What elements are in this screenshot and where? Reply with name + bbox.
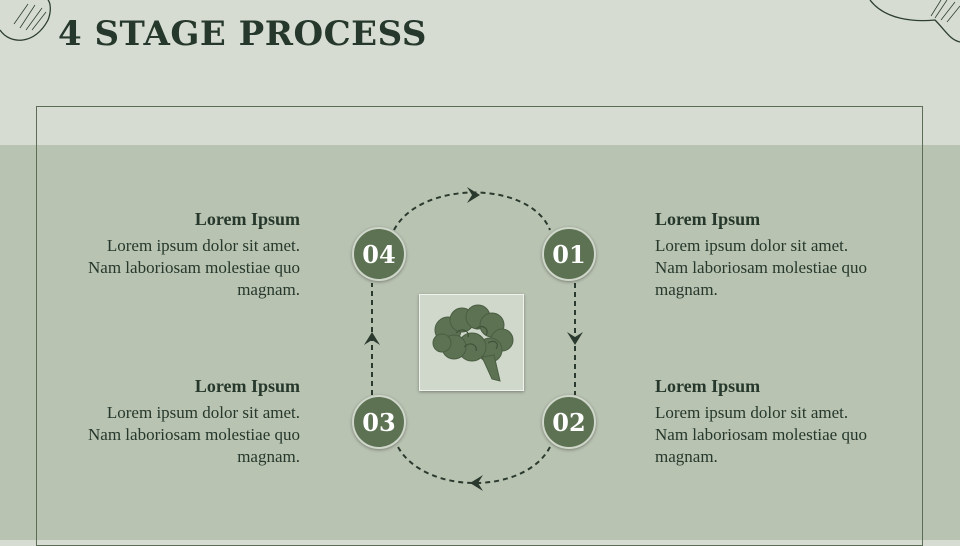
arrow-up-icon bbox=[364, 332, 380, 345]
stage-01-badge: 01 bbox=[542, 227, 596, 281]
stage-04-heading: Lorem Ipsum bbox=[194, 209, 300, 229]
stage-03-body: Lorem ipsum dolor sit amet. Nam laborios… bbox=[88, 403, 300, 466]
stage-01-body: Lorem ipsum dolor sit amet. Nam laborios… bbox=[655, 236, 867, 299]
cycle-path bbox=[364, 187, 583, 491]
stage-01-heading: Lorem Ipsum bbox=[655, 209, 761, 229]
stage-02-body: Lorem ipsum dolor sit amet. Nam laborios… bbox=[655, 403, 867, 466]
stage-02-badge: 02 bbox=[542, 395, 596, 449]
leaf-decoration-left bbox=[0, 0, 51, 41]
arrow-right-icon bbox=[467, 187, 480, 203]
stage-02-text: Lorem Ipsum Lorem ipsum dolor sit amet. … bbox=[655, 376, 875, 468]
stage-02-heading: Lorem Ipsum bbox=[655, 376, 761, 396]
arrow-left-icon bbox=[470, 475, 483, 491]
stage-03-heading: Lorem Ipsum bbox=[194, 376, 300, 396]
slide-title: 4 STAGE PROCESS bbox=[58, 14, 427, 54]
stage-04-badge: 04 bbox=[352, 227, 406, 281]
brain-icon bbox=[432, 304, 514, 382]
stage-04-body: Lorem ipsum dolor sit amet. Nam laborios… bbox=[88, 236, 300, 299]
leaf-decoration-right bbox=[869, 0, 960, 43]
stage-03-badge: 03 bbox=[352, 395, 406, 449]
stage-01-text: Lorem Ipsum Lorem ipsum dolor sit amet. … bbox=[655, 209, 875, 301]
center-icon-box bbox=[419, 294, 524, 391]
arrow-down-icon bbox=[567, 332, 583, 345]
stage-03-text: Lorem Ipsum Lorem ipsum dolor sit amet. … bbox=[80, 376, 300, 468]
stage-04-text: Lorem Ipsum Lorem ipsum dolor sit amet. … bbox=[80, 209, 300, 301]
